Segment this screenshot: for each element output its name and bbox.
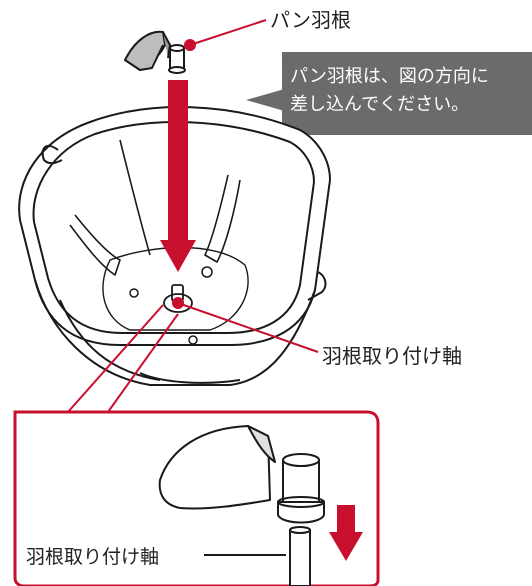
blade-shaft-label: 羽根取り付け軸 xyxy=(322,344,462,368)
pan-blade-label: パン羽根 xyxy=(270,8,351,32)
callout-line-2: 差し込んでください。 xyxy=(290,94,470,115)
callout-bubble xyxy=(246,52,532,135)
detail-blade xyxy=(158,425,325,524)
callout-line-1: パン羽根は、図の方向に xyxy=(290,66,489,87)
callout-text: パン羽根は、図の方向に 差し込んでください。 xyxy=(290,63,530,119)
leader-lines xyxy=(172,19,319,353)
blade-shaft-detail-label: 羽根取り付け軸 xyxy=(26,546,160,568)
zoom-lines xyxy=(67,304,179,413)
detail-arrow xyxy=(329,505,363,561)
insert-arrow xyxy=(160,80,196,272)
detail-shaft xyxy=(289,526,311,586)
pan-blade xyxy=(124,30,186,74)
